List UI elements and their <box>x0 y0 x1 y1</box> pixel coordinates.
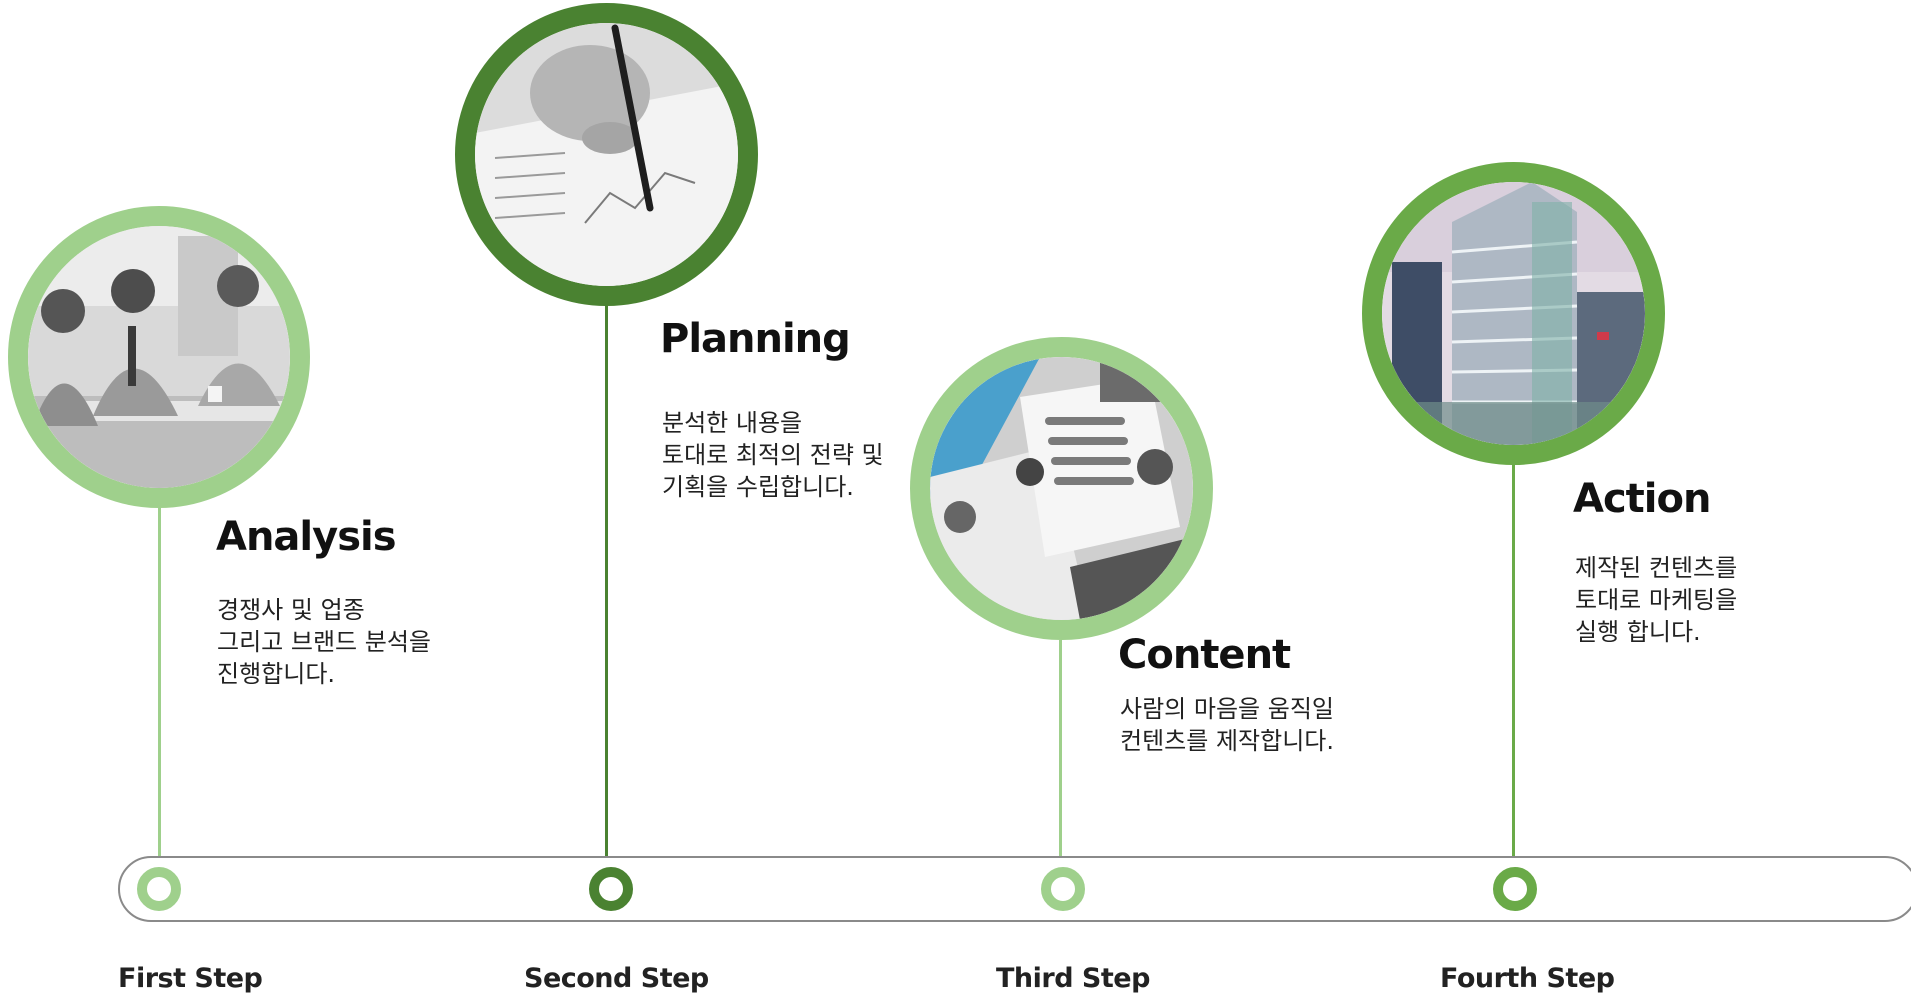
planning-photo-circle <box>455 3 758 306</box>
content-description: 사람의 마음을 움직일 컨텐츠를 제작합니다. <box>1120 693 1334 757</box>
content-desc-line-2: 컨텐츠를 제작합니다. <box>1120 727 1334 755</box>
first-step-marker <box>137 867 181 911</box>
first-step-label: First Step <box>118 963 263 994</box>
infographic-documents-image <box>930 357 1193 620</box>
planning-title: Planning <box>660 316 851 362</box>
fourth-step-marker <box>1493 867 1537 911</box>
timeline-track <box>118 856 1911 922</box>
office-building-image <box>1382 182 1645 445</box>
action-photo-circle <box>1362 162 1665 465</box>
content-connector-line <box>1059 640 1062 858</box>
analysis-connector-line <box>158 506 161 858</box>
action-desc-line-1: 제작된 컨텐츠를 <box>1575 554 1738 582</box>
planning-connector-line <box>605 305 608 858</box>
analysis-desc-line-1: 경쟁사 및 업종 <box>217 596 365 624</box>
hand-writing-chart-image <box>475 23 738 286</box>
action-connector-line <box>1512 464 1515 858</box>
second-step-label: Second Step <box>524 963 709 994</box>
third-step-label: Third Step <box>996 963 1150 994</box>
action-title: Action <box>1573 476 1711 522</box>
action-description: 제작된 컨텐츠를 토대로 마케팅을 실행 합니다. <box>1575 552 1737 648</box>
content-title: Content <box>1118 632 1291 678</box>
action-desc-line-2: 토대로 마케팅을 <box>1575 586 1738 614</box>
planning-desc-line-2: 토대로 최적의 전략 및 <box>662 441 884 469</box>
analysis-description: 경쟁사 및 업종 그리고 브랜드 분석을 진행합니다. <box>217 594 431 690</box>
second-step-marker <box>589 867 633 911</box>
analysis-photo-circle <box>8 206 310 508</box>
planning-desc-line-3: 기획을 수립합니다. <box>662 473 854 501</box>
third-step-marker <box>1041 867 1085 911</box>
fourth-step-label: Fourth Step <box>1440 963 1615 994</box>
analysis-title: Analysis <box>216 514 397 560</box>
action-desc-line-3: 실행 합니다. <box>1575 618 1701 646</box>
analysis-desc-line-3: 진행합니다. <box>217 660 336 688</box>
content-desc-line-1: 사람의 마음을 움직일 <box>1120 695 1334 723</box>
planning-desc-line-1: 분석한 내용을 <box>662 409 803 437</box>
planning-description: 분석한 내용을 토대로 최적의 전략 및 기획을 수립합니다. <box>662 407 884 503</box>
business-meeting-image <box>28 226 290 488</box>
analysis-desc-line-2: 그리고 브랜드 분석을 <box>217 628 431 656</box>
content-photo-circle <box>910 337 1213 640</box>
